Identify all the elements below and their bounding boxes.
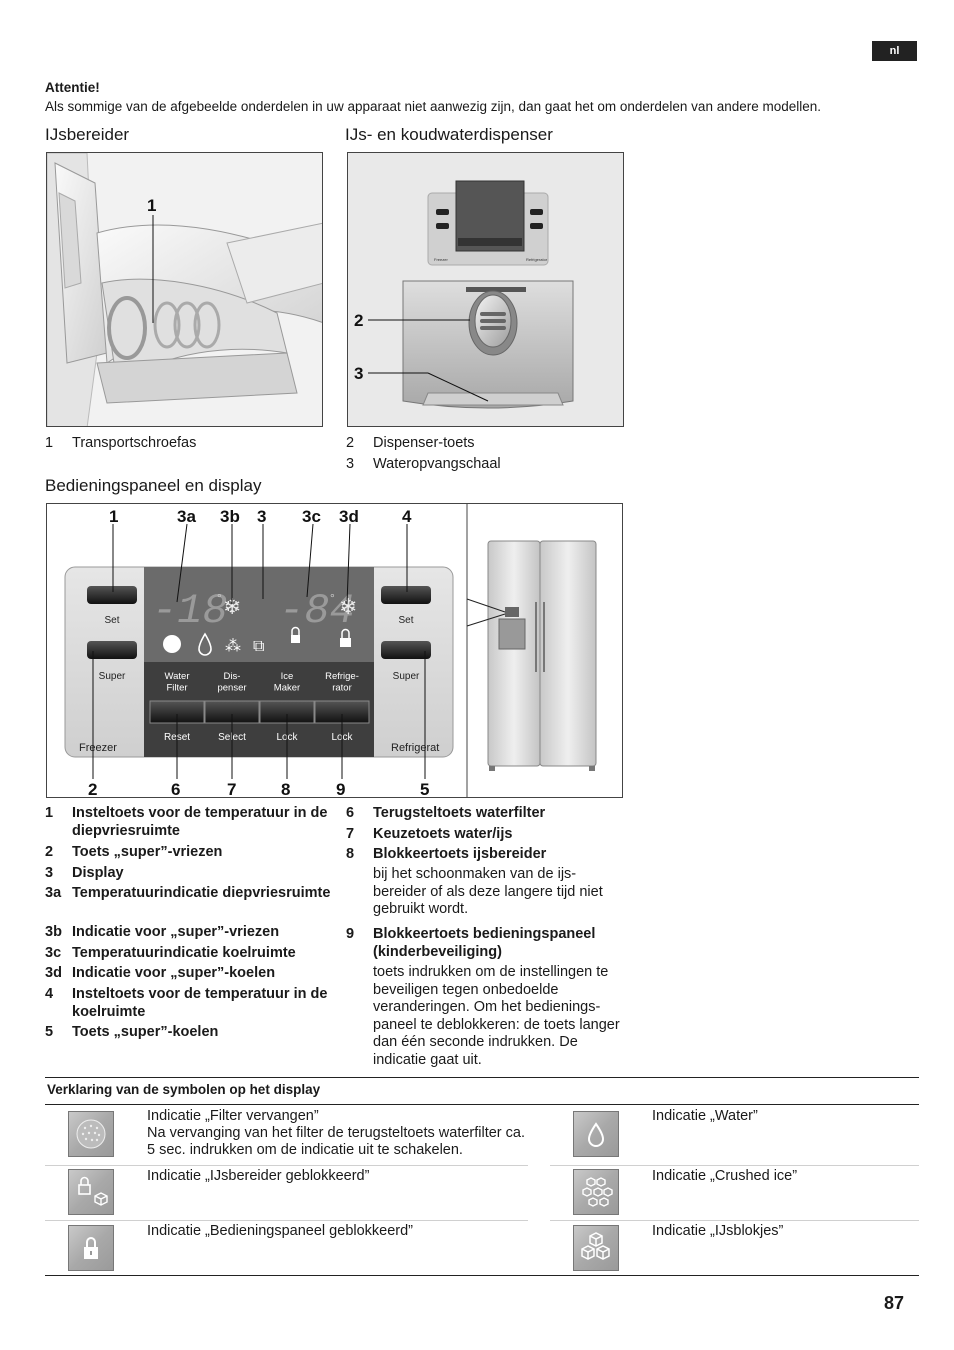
row-separator [550, 1220, 919, 1221]
filter-indicator-icon [163, 635, 181, 653]
page-number: 87 [884, 1293, 905, 1313]
svg-text:°: ° [330, 591, 335, 605]
section-title-panel: Bedieningspaneel en display [45, 476, 262, 495]
set-freezer-button[interactable] [87, 586, 137, 604]
attention-text: Als sommige van de afgebeelde onderdelen… [45, 99, 822, 114]
freezer-label: Freezer [79, 742, 117, 754]
callout-1: 1 [147, 196, 156, 215]
table-bottom-rule [45, 1275, 919, 1276]
callout-5: 5 [420, 780, 429, 798]
svg-text:Freezer: Freezer [434, 257, 448, 262]
symbol-text-ice-maker-lock: Indicatie „IJsbereider geblokkeerd” [147, 1168, 370, 1184]
row-separator [550, 1165, 919, 1166]
super-cool-indicator-icon: ❄ [339, 595, 357, 620]
svg-text:Refrige-rator: Refrige-rator [325, 671, 359, 693]
super-freeze-indicator-icon: ❄ [223, 595, 241, 620]
svg-text:°: ° [217, 591, 222, 605]
fridge-thumbnail [466, 540, 597, 771]
callout-2: 2 [354, 311, 363, 330]
ice-cubes-icon [573, 1225, 619, 1271]
callout-8: 8 [281, 780, 290, 798]
note-9: toets indrukken om de instellingen te be… [373, 964, 620, 1068]
dispenser-illustration: Freezer Refrigerator 2 3 [347, 152, 624, 427]
ice-maker-illustration: 1 [46, 152, 323, 427]
panel-lock-icon [68, 1225, 114, 1271]
freezer-temp-display: -18 [152, 587, 228, 635]
svg-text:Super: Super [99, 671, 126, 682]
row-separator [45, 1165, 528, 1166]
callout-3c: 3c [302, 507, 321, 526]
symbol-text-panel-lock: Indicatie „Bedieningspaneel geblokkeerd” [147, 1223, 414, 1239]
callout-9: 9 [336, 780, 345, 798]
ice-maker-lock-indicator-icon [291, 635, 300, 643]
callout-3: 3 [354, 364, 363, 383]
control-panel-illustration: -18 ° -84 ° ❄ ❄ ⁂ ⧉ Set Super Set Super … [46, 503, 623, 798]
svg-text:Refrigerator: Refrigerator [526, 257, 548, 262]
fridge-label: Refrigerat [391, 742, 439, 754]
water-indicator-icon [198, 632, 212, 656]
section-title-dispenser: IJs- en koudwaterdispenser [345, 125, 553, 144]
callout-3d: 3d [339, 507, 359, 526]
callout-3a: 3a [177, 507, 196, 526]
svg-text:Set: Set [104, 615, 119, 626]
note-8: bij het schoonmaken van de ijs-bereider … [373, 866, 603, 917]
callout-7: 7 [227, 780, 236, 798]
attention-title: Attentie! [45, 80, 100, 95]
callout-1: 1 [109, 507, 118, 526]
panel-lock-indicator-icon [340, 638, 351, 647]
super-freeze-button[interactable] [87, 641, 137, 659]
callout-6: 6 [171, 780, 180, 798]
svg-text:Dis-penser: Dis-penser [217, 671, 246, 693]
symbol-text-crushed-ice: Indicatie „Crushed ice” [652, 1168, 798, 1184]
svg-text:Super: Super [393, 671, 420, 682]
water-drop-icon [573, 1111, 619, 1157]
callout-3b: 3b [220, 507, 240, 526]
filter-icon [68, 1111, 114, 1157]
language-badge: nl [872, 41, 917, 61]
row-separator [45, 1220, 528, 1221]
symbol-text-ice-cubes: Indicatie „IJsblokjes” [652, 1223, 784, 1239]
symbol-text-filter: Indicatie „Filter vervangen” Na vervangi… [147, 1108, 525, 1158]
ice-cubes-indicator-icon: ⧉ [253, 636, 264, 655]
symbols-table-header: Verklaring van de symbolen op het displa… [45, 1077, 919, 1105]
legend-item: 2 Dispenser-toets [346, 435, 475, 451]
legend-item: 3 Wateropvangschaal [346, 456, 501, 472]
fridge-temp-display: -84 [279, 587, 355, 635]
callout-4: 4 [402, 507, 412, 526]
legend-item: 1 Transportschroefas [45, 435, 197, 451]
section-title-ice-maker: IJsbereider [45, 125, 130, 144]
svg-text:Set: Set [398, 615, 413, 626]
ice-maker-lock-icon [68, 1169, 114, 1215]
symbol-text-water: Indicatie „Water” [652, 1108, 758, 1124]
callout-2: 2 [88, 780, 97, 798]
callout-3: 3 [257, 507, 266, 526]
set-fridge-button[interactable] [381, 586, 431, 604]
crushed-ice-indicator-icon: ⁂ [225, 636, 241, 655]
crushed-ice-icon [573, 1169, 619, 1215]
super-cool-button[interactable] [381, 641, 431, 659]
